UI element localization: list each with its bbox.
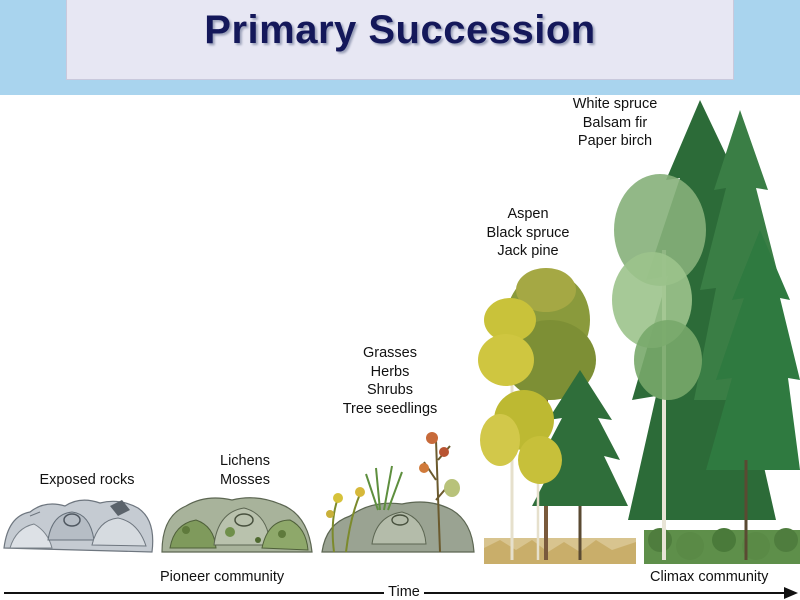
time-label: Time [388, 584, 420, 600]
succession-illustration [3, 100, 800, 564]
grasses-herbs-illustration [321, 432, 475, 553]
label-spruce-fir: White spruce Balsam fir Paper birch [572, 96, 658, 149]
lichens-mosses-illustration [161, 497, 313, 553]
label-exposed-rocks: Exposed rocks [39, 472, 135, 488]
label-grasses-herbs: Grasses Herbs Shrubs Tree seedlings [342, 345, 438, 417]
page-title: Primary Succession [204, 8, 596, 52]
title-box: Primary Succession [66, 0, 734, 80]
pioneer-community-label: Pioneer community [160, 569, 285, 585]
label-aspen-pine: Aspen Black spruce Jack pine [486, 206, 570, 259]
climax-forest-illustration [612, 100, 800, 564]
label-lichens-mosses: Lichens Mosses [220, 453, 270, 488]
time-arrow [4, 587, 798, 599]
aspen-pine-illustration [478, 268, 636, 564]
exposed-rocks-illustration [3, 499, 154, 553]
climax-community-label: Climax community [650, 569, 769, 585]
